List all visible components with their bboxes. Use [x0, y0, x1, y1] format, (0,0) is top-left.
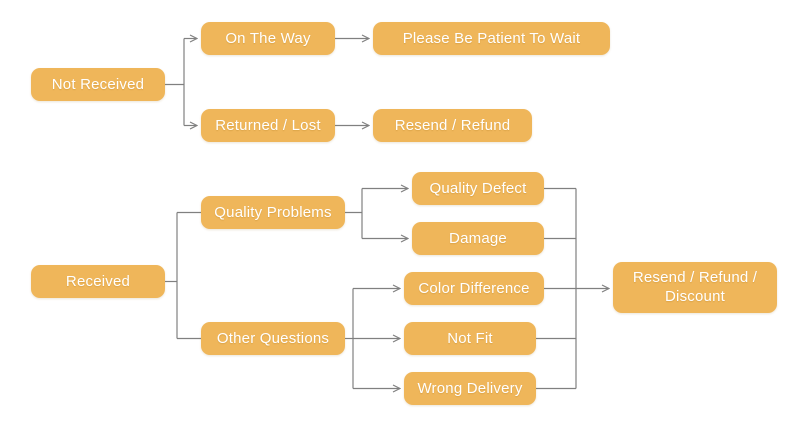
node-please-be-patient-to-wait[interactable]: Please Be Patient To Wait — [373, 22, 610, 55]
node-not-received[interactable]: Not Received — [31, 68, 165, 101]
node-not-fit[interactable]: Not Fit — [404, 322, 536, 355]
node-resend-refund-discount-line2: Discount — [665, 287, 725, 305]
node-color-difference[interactable]: Color Difference — [404, 272, 544, 305]
node-on-the-way[interactable]: On The Way — [201, 22, 335, 55]
node-damage[interactable]: Damage — [412, 222, 544, 255]
node-returned-lost[interactable]: Returned / Lost — [201, 109, 335, 142]
node-resend-refund[interactable]: Resend / Refund — [373, 109, 532, 142]
node-resend-refund-discount[interactable]: Resend / Refund / Discount — [613, 262, 777, 313]
node-other-questions[interactable]: Other Questions — [201, 322, 345, 355]
node-resend-refund-discount-line1: Resend / Refund / — [632, 268, 758, 286]
node-quality-defect[interactable]: Quality Defect — [412, 172, 544, 205]
node-quality-problems[interactable]: Quality Problems — [201, 196, 345, 229]
node-wrong-delivery[interactable]: Wrong Delivery — [404, 372, 536, 405]
node-received[interactable]: Received — [31, 265, 165, 298]
